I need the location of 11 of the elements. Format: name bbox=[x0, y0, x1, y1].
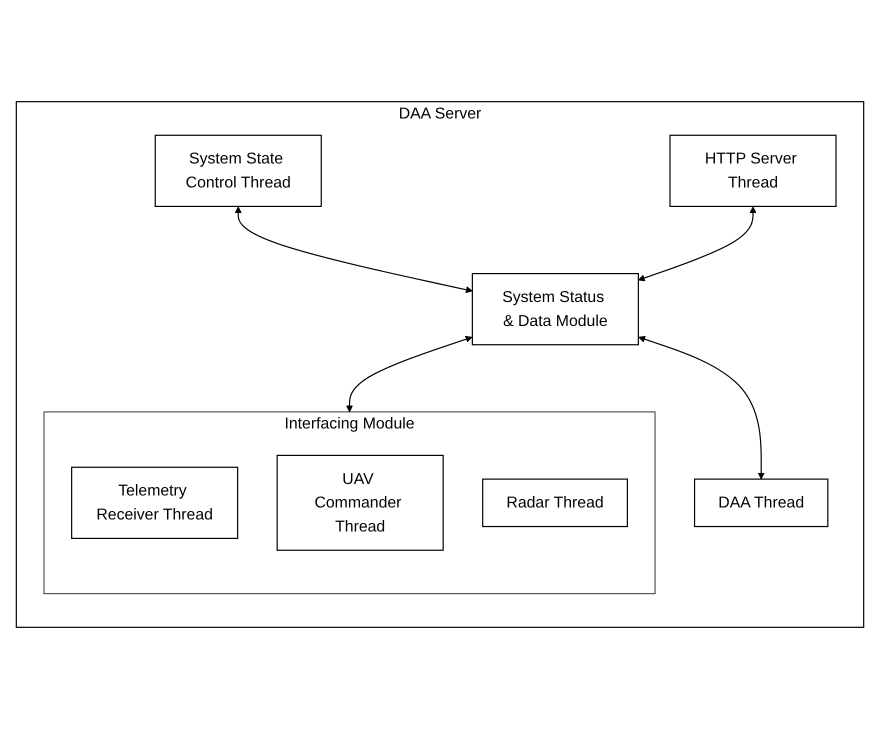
node-box: HTTP Server Thread bbox=[669, 134, 837, 207]
node-box: System State Control Thread bbox=[154, 134, 322, 207]
arrow bbox=[638, 336, 765, 480]
node-box: Radar Thread bbox=[482, 478, 628, 528]
node-box: DAA Thread bbox=[694, 478, 828, 528]
node-box: UAV Commander Thread bbox=[276, 454, 444, 551]
arrow bbox=[638, 206, 756, 282]
arrow bbox=[234, 206, 473, 294]
node-box: Telemetry Receiver Thread bbox=[71, 466, 238, 539]
arrow bbox=[346, 336, 472, 412]
node-box: System Status & Data Module bbox=[472, 273, 639, 346]
